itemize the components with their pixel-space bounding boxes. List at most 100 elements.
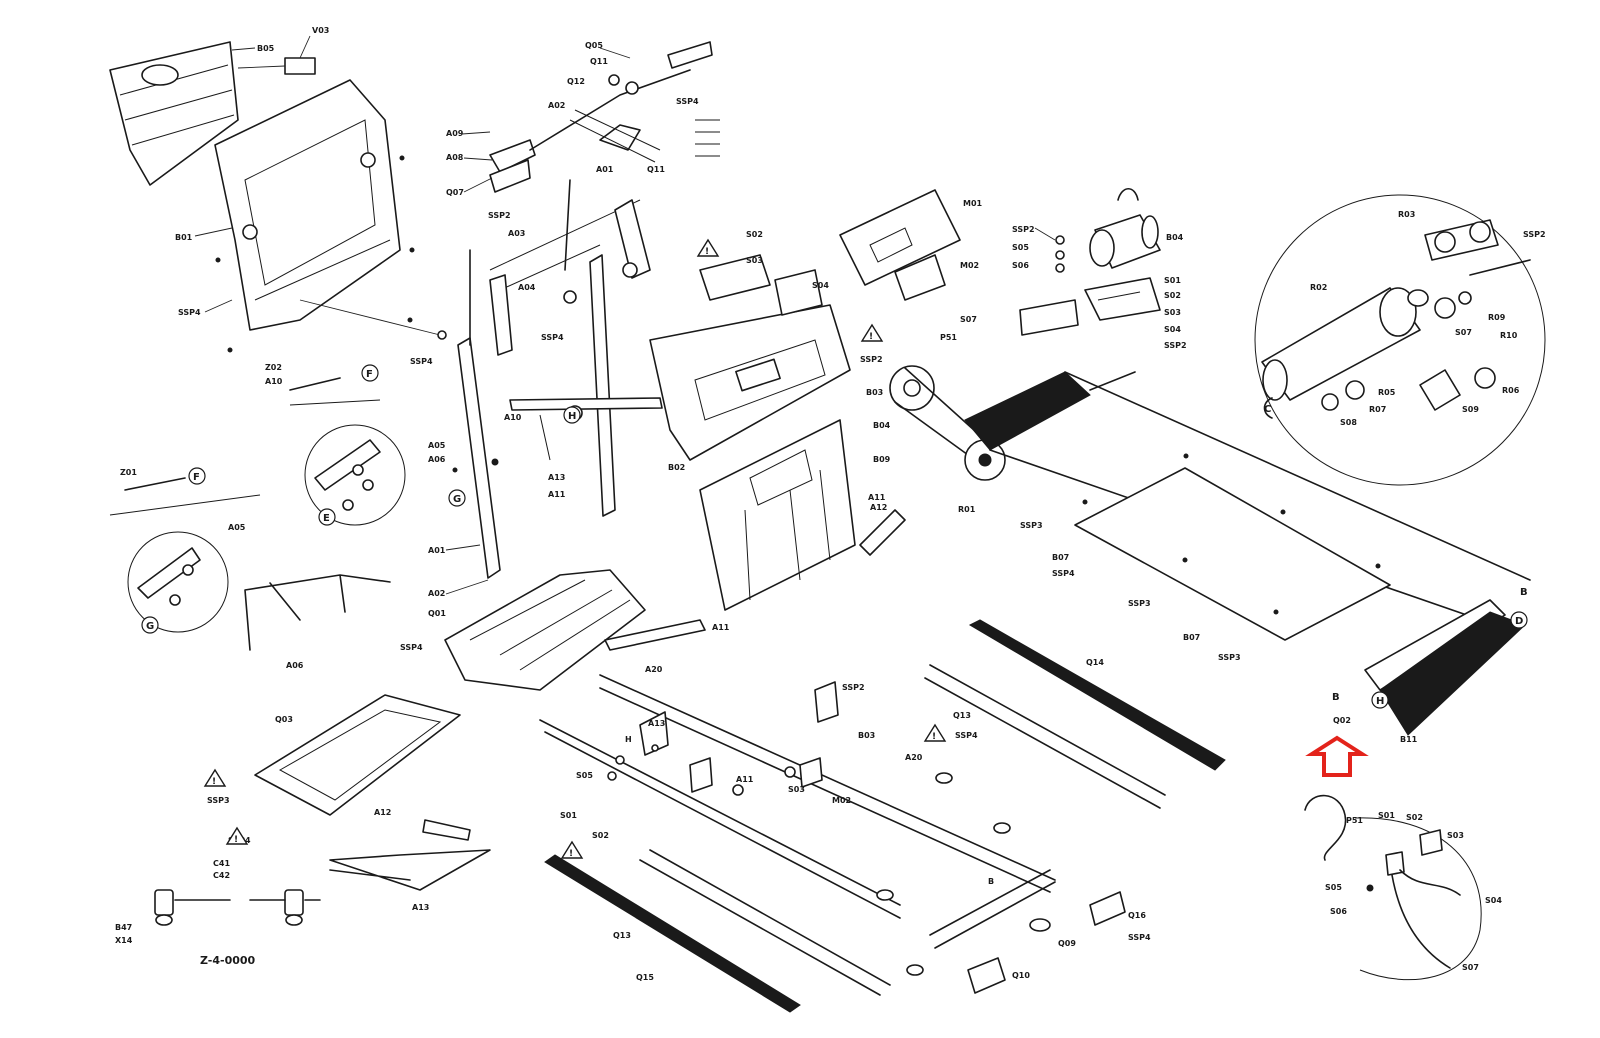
callout-letter-b-base: B (988, 877, 994, 886)
deck-board (1074, 467, 1391, 641)
label-mech-9: A13 (648, 719, 665, 728)
label-bar-frame-2: A11 (868, 493, 886, 502)
label-side-rail-l: Q13 (613, 931, 631, 940)
label-motor-cover-top: B02 (668, 463, 685, 472)
label-base-part-1: A20 (645, 665, 663, 674)
svg-text:!: ! (234, 835, 238, 845)
label-mech-5: A11 (736, 775, 754, 784)
label-foot-spec-2: X14 (115, 936, 133, 945)
label-console-cover: B05 (257, 44, 275, 53)
label-plate-2: S03 (746, 256, 763, 265)
label-roller-d8: R07 (1369, 405, 1386, 414)
label-wire-3: S03 (1447, 831, 1464, 840)
label-plate-3: S04 (812, 281, 829, 290)
label-front-belt: B09 (873, 455, 891, 464)
label-side-strip: Q15 (636, 973, 654, 982)
label-upright-1: A01 (428, 546, 446, 555)
label-rear-foot-3: Q09 (1058, 939, 1076, 948)
label-tray: Q03 (275, 715, 293, 724)
label-frame-lower: A12 (870, 503, 887, 512)
label-center-rod: A04 (518, 283, 536, 292)
label-wire-7: S07 (1462, 963, 1479, 972)
label-motor-bracket: M02 (960, 261, 979, 270)
label-motor-screw-1: SSP2 (1012, 225, 1035, 234)
left-upright (457, 337, 501, 579)
label-roller-d1: R02 (1310, 283, 1327, 292)
label-mech-4: S03 (788, 785, 805, 794)
label-grip-right-spec: SSP4 (676, 97, 699, 106)
label-motor-col-5: SSP2 (1164, 341, 1187, 350)
svg-text:!: ! (569, 849, 573, 859)
label-detail-bar: A10 (504, 413, 522, 422)
label-wire-8: P51 (1346, 816, 1363, 825)
label-roller-d2: SSP2 (1523, 230, 1546, 239)
up-arrow-icon (1305, 735, 1369, 777)
callout-letter-c: C (1264, 404, 1271, 415)
fold-detail-callout: E G F Z01 F Z02 A10 A05 A06 (109, 363, 406, 670)
label-upright-2: A02 (428, 589, 445, 598)
label-front-roller: R01 (958, 505, 976, 514)
label-upright-bar-1: A01 (596, 165, 614, 174)
label-motor-col-2: S02 (1164, 291, 1181, 300)
label-motor-screw-2: S05 (1012, 243, 1029, 252)
callout-letter-b: B (1520, 587, 1528, 598)
label-deck-screw-2: SSP3 (1128, 599, 1151, 608)
label-foot-spec-1: B47 (115, 923, 132, 932)
label-wire-6: S06 (1330, 907, 1347, 916)
label-mech-6: S05 (576, 771, 593, 780)
label-motor-col-4: S04 (1164, 325, 1181, 334)
label-bracket-b: P51 (940, 333, 957, 342)
label-mech-1: SSP2 (842, 683, 865, 692)
label-mech-7: S01 (560, 811, 577, 820)
label-mech-8: S02 (592, 831, 609, 840)
label-grip-mid-right: Q12 (567, 77, 585, 86)
label-side-rail-spec: Q13 (953, 711, 971, 720)
label-handrail-screw: SSP2 (488, 211, 511, 220)
callout-z: H (625, 735, 632, 744)
label-motor-cover-screw: SSP2 (860, 355, 883, 364)
tray (254, 694, 461, 816)
figure-code: Z-4-0000 (200, 954, 256, 967)
label-handrail-l2: A08 (446, 153, 464, 162)
label-wire-2: S02 (1406, 813, 1423, 822)
callout-letter-b2: B (1332, 692, 1340, 703)
label-rear-belt: B11 (1400, 735, 1418, 744)
upright-assembly: A03 A04 SSP4 A01 A02 A13 A11 A10 A05 A06 (428, 179, 663, 598)
label-roller-d5: R09 (1488, 313, 1506, 322)
label-roller-d9: S08 (1340, 418, 1357, 427)
label-deck-screw-3: SSP3 (1218, 653, 1241, 662)
label-base-part-2: A11 (712, 623, 730, 632)
label-console-frame: B01 (175, 233, 193, 242)
label-roller-d4: S07 (1455, 328, 1472, 337)
label-frame-support: A13 (548, 473, 565, 482)
callout-letter-h2: H (568, 411, 576, 422)
label-rear-foot-1: Q16 (1128, 911, 1146, 920)
label-wire-4: S04 (1485, 896, 1502, 905)
label-deck-bolt: B07 (1052, 553, 1069, 562)
label-roller-d7: R05 (1378, 388, 1396, 397)
label-mech-3: M02 (832, 796, 851, 805)
svg-text:!: ! (932, 732, 936, 742)
label-fold-lever-b: A06 (428, 455, 446, 464)
handle-grip-assembly: Q05 Q11 Q12 SSP4 A09 A08 Q07 SSP2 A02 A0… (446, 41, 720, 220)
label-fold-pin: Z01 (120, 468, 137, 477)
label-hood-screw: SSP4 (400, 643, 423, 652)
wiring-detail-callout: P51 S01 S02 S03 S04 S05 S06 S07 (1304, 794, 1502, 981)
label-base-frame: A20 (905, 753, 923, 762)
label-lower-frame-1: A12 (374, 808, 391, 817)
label-side-rail-r: Q14 (1086, 658, 1104, 667)
hood-tray-assembly: Q01 SSP4 Q03 SSP3 SSP4 ! ! (203, 569, 646, 845)
label-bar-frame: A11 (548, 490, 566, 499)
callout-letter-f: F (193, 472, 200, 483)
label-roller-d10: S09 (1462, 405, 1479, 414)
label-motor-col-1: S01 (1164, 276, 1181, 285)
label-upright-3: A03 (508, 229, 525, 238)
base-frame-assembly: A20 A11 A20 Q14 Q13 Q15 Q13 SSP4 ! ! Q16… (539, 619, 1226, 1013)
label-motor-label: M01 (963, 199, 983, 208)
belt-roller-assembly: B04 B09 R01 SSP3 SSP3 SSP3 B07 B07 SSP4 … (873, 365, 1531, 744)
callout-letter-e: E (323, 513, 330, 524)
label-u-frame2: A06 (286, 661, 304, 670)
motor-hood (444, 569, 646, 691)
foot-right (284, 889, 304, 916)
